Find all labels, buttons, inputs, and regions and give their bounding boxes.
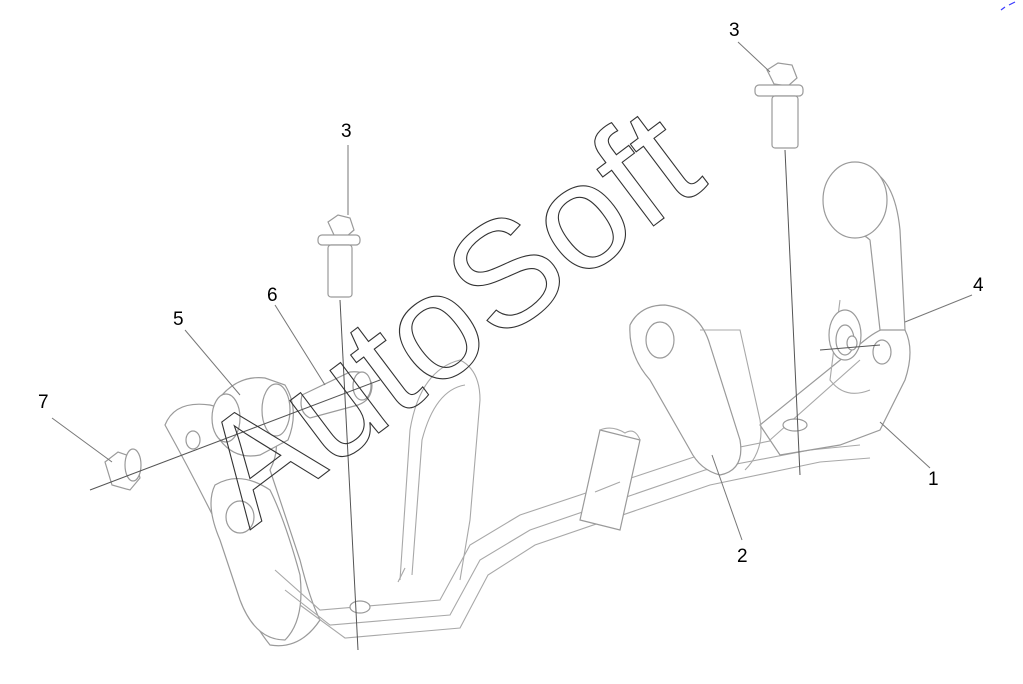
- callout-3-right: 3: [729, 20, 740, 41]
- callout-6: 6: [267, 285, 278, 306]
- nut: [104, 448, 142, 491]
- callout-5: 5: [173, 309, 184, 330]
- bushing-arm: [629, 304, 762, 476]
- callout-3-left: 3: [341, 121, 352, 142]
- callout-1: 1: [928, 469, 939, 490]
- bolt-left: [317, 214, 361, 298]
- callout-2: 2: [737, 546, 748, 567]
- bushing: [211, 377, 294, 457]
- bolt-right: [754, 62, 804, 149]
- corner-mark: [1000, 1, 1016, 11]
- callout-7: 7: [38, 392, 49, 413]
- assembly-axes: [89, 149, 881, 651]
- callout-4: 4: [973, 275, 984, 296]
- sleeve: [300, 371, 373, 419]
- leader-lines: [51, 41, 973, 541]
